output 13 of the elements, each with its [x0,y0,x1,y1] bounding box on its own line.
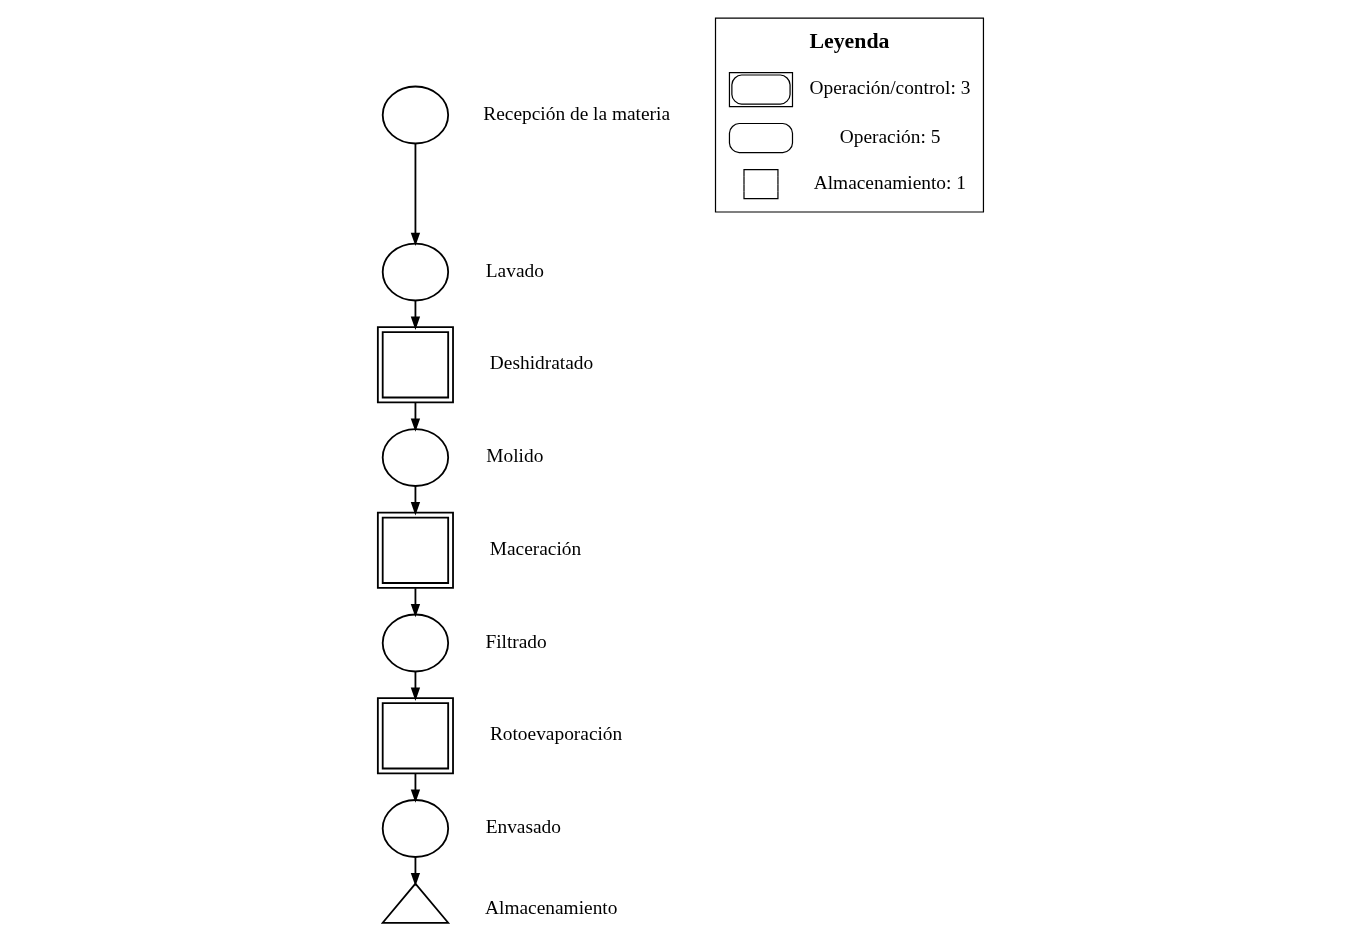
node-label: Rotoevaporación [489,723,623,745]
node-label: Almacenamiento [485,897,618,919]
node-label: Deshidratado [489,352,594,374]
node-label: Maceración [489,537,582,559]
node-label: Lavado [485,259,544,281]
node-label: Filtrado [485,630,547,652]
label: Leyenda [809,28,890,53]
legend-label: Almacenamiento: 1 [813,171,966,193]
node-label: Molido [486,445,544,467]
legend-label: Operación/control: 3 [809,77,971,99]
node-label: Recepción de la materia [483,102,671,124]
node-label: Envasado [485,816,561,838]
legend-label: Operación: 5 [839,125,941,147]
